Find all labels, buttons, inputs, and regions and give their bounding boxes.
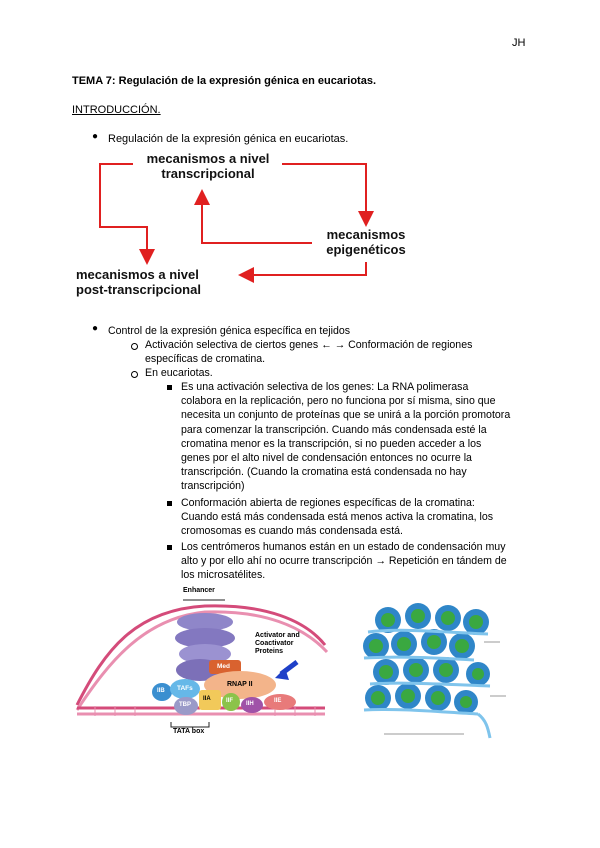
label-iie: IIE	[274, 698, 282, 704]
page-title: TEMA 7: Regulación de la expresión génic…	[72, 75, 377, 87]
diagram-arrows	[99, 163, 374, 283]
label-tata-box: TATA box	[173, 728, 205, 735]
item1-line: cromatina menor es la transcripción, si …	[181, 437, 482, 450]
item3-line: Los centrómeros humanos están en un esta…	[181, 541, 506, 553]
item3-line: alto y por ello ahí no ocurre transcripc…	[181, 555, 507, 568]
label-iih: IIH	[246, 701, 254, 707]
bullet-regulacion: Regulación de la expresión génica en euc…	[108, 133, 349, 145]
node-transcripcional: mecanismos a nivel transcripcional	[138, 151, 278, 181]
bullet-dot: ●	[92, 323, 99, 334]
label-rnap: RNAP II	[227, 681, 253, 688]
transcription-complex-figure: Enhancer Activator and Coactivator Prote…	[75, 587, 337, 740]
label-activator-line1: Activator and	[255, 632, 300, 639]
label-tafs: TAFs	[177, 685, 193, 692]
item-bullet-square	[167, 385, 172, 390]
item-bullet-square	[167, 545, 172, 550]
node-epigeneticos-line2: epigenéticos	[326, 242, 406, 257]
label-enhancer: Enhancer	[183, 587, 215, 594]
node-epigeneticos-line1: mecanismos	[326, 227, 406, 242]
item2-line: Cuando está más condensada está menos ac…	[181, 511, 494, 524]
mechanisms-diagram: mecanismos a nivel transcripcional mecan…	[60, 145, 440, 305]
item1-line: transcripción. (Cuando la cromatina está…	[181, 466, 467, 479]
item1-line: necesita un conjunto de proteínas que se…	[181, 409, 511, 422]
sub-bullet-circle	[131, 343, 138, 350]
sub-activacion: Activación selectiva de ciertos genes ← …	[145, 338, 472, 366]
item-activacion-selectiva: Es una activación selectiva de los genes…	[181, 380, 541, 494]
label-med: Med	[217, 663, 230, 670]
sub-bullet-circle	[131, 371, 138, 378]
label-activator: Activator and Coactivator Proteins	[255, 632, 300, 656]
chromatin-fiber-illustration	[363, 603, 506, 739]
item2-line: Conformación abierta de regiones específ…	[181, 497, 475, 509]
bullet-control: Control de la expresión génica específic…	[108, 325, 351, 337]
sub-eucariotas: En eucariotas.	[145, 367, 213, 379]
label-tbp: TBP	[179, 702, 191, 708]
node-post-line2: post-transcripcional	[76, 282, 201, 297]
page-initials: JH	[512, 37, 526, 49]
bullet-dot: ●	[92, 131, 99, 142]
transcription-complex-illustration	[75, 599, 329, 728]
chromatin-figure	[360, 598, 530, 740]
item1-line: transcripción)	[181, 480, 245, 493]
item-bullet-square	[167, 501, 172, 506]
label-iif: IIF	[226, 698, 233, 704]
label-iib: IIB	[157, 688, 165, 694]
item3-line: los microsatélites.	[181, 569, 266, 582]
item1-line: colabora en la replicación, pero no func…	[181, 395, 496, 408]
node-post-transcripcional: mecanismos a nivel post-transcripcional	[76, 267, 246, 297]
label-activator-line2: Coactivator	[255, 640, 294, 647]
section-heading: INTRODUCCIÓN.	[72, 104, 161, 116]
label-activator-line3: Proteins	[255, 648, 284, 655]
item-centromeros: Los centrómeros humanos están en un esta…	[181, 540, 541, 583]
node-transcripcional-line2: transcripcional	[161, 166, 255, 181]
label-iia: IIA	[203, 696, 211, 702]
item1-line: para comenzar la transcripción. Cuando m…	[181, 423, 487, 436]
item-conformacion-abierta: Conformación abierta de regiones específ…	[181, 496, 541, 539]
item2-line: cromosomas es cuando más condensada está…	[181, 525, 404, 538]
sub-activacion-line1: Activación selectiva de ciertos genes ← …	[145, 339, 473, 351]
item1-line: genes por el alto nivel de condensación …	[181, 452, 472, 465]
item1-line: Es una activación selectiva de los genes…	[181, 381, 469, 393]
node-epigeneticos: mecanismos epigenéticos	[316, 227, 416, 257]
node-transcripcional-line1: mecanismos a nivel	[146, 151, 270, 166]
sub-activacion-line2: específicas de cromatina.	[145, 353, 266, 366]
node-post-line1: mecanismos a nivel	[76, 267, 199, 282]
